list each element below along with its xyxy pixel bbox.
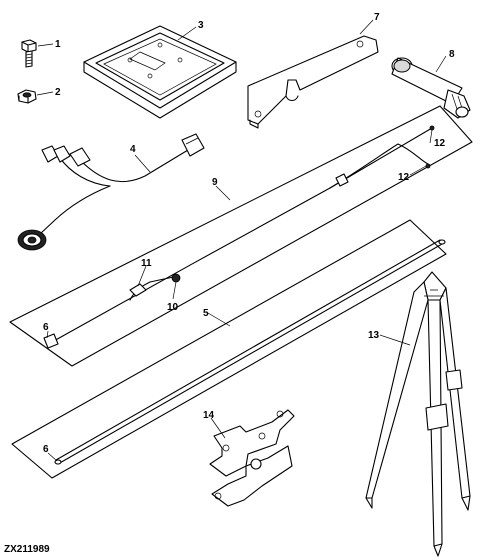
callout-10: 10 bbox=[167, 302, 179, 313]
callout-2: 2 bbox=[55, 87, 61, 98]
callout-12-lower: 12 bbox=[398, 172, 410, 183]
callout-3: 3 bbox=[198, 20, 204, 31]
part-3-tray bbox=[83, 25, 237, 119]
part-5-rod-panel bbox=[11, 219, 447, 479]
callout-5: 5 bbox=[203, 308, 209, 319]
callout-4: 4 bbox=[130, 144, 136, 155]
part-9-cable-panel bbox=[9, 105, 473, 367]
callout-14: 14 bbox=[203, 410, 215, 421]
callout-8: 8 bbox=[449, 49, 455, 60]
leader-lines bbox=[36, 19, 447, 462]
part-8-pressure-switch bbox=[391, 57, 471, 119]
callout-13: 13 bbox=[368, 330, 380, 341]
callout-1: 1 bbox=[55, 39, 61, 50]
callout-labels: 1 2 3 4 5 6 6 7 8 9 10 11 12 12 13 14 bbox=[43, 12, 455, 455]
part-4-harness bbox=[17, 133, 205, 251]
part-7-bracket-plate bbox=[247, 35, 379, 129]
callout-12-upper: 12 bbox=[434, 138, 446, 149]
callout-7: 7 bbox=[374, 12, 380, 23]
callout-9: 9 bbox=[212, 177, 218, 188]
part-1-bolt bbox=[21, 39, 37, 68]
reference-code: ZX211989 bbox=[4, 544, 50, 555]
part-14-bracket bbox=[209, 409, 295, 507]
callout-6-upper: 6 bbox=[43, 322, 49, 333]
callout-6-lower: 6 bbox=[43, 444, 49, 455]
callout-11: 11 bbox=[141, 258, 152, 269]
part-2-nut bbox=[17, 89, 37, 104]
part-13-tripod bbox=[365, 271, 471, 557]
